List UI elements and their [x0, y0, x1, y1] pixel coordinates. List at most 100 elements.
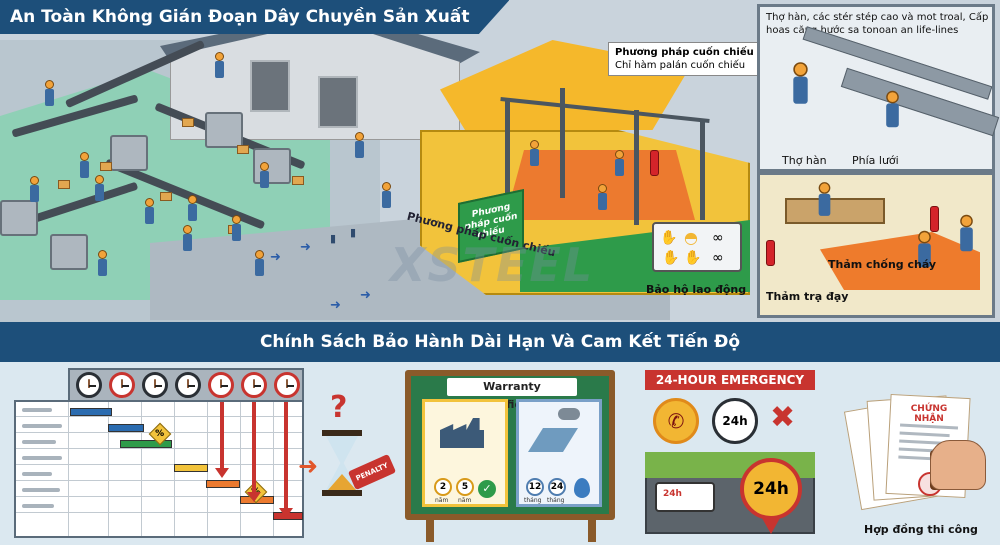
factory-door [250, 60, 290, 112]
footstep-icon: ▮ [330, 232, 337, 245]
safety-illustration: ➜ ➜ ▮ ▮ ➜ ➜ Phương pháp cuốn chiếu ✋ ◓ ∞… [0, 0, 1000, 322]
gantt-gridline [16, 416, 302, 417]
gantt-bar [206, 480, 240, 488]
gantt-gridline [16, 448, 302, 449]
delay-arrow-icon [247, 402, 261, 502]
worker [98, 250, 107, 276]
phone-icon: ✆ [653, 398, 699, 444]
gantt-gridline [16, 496, 302, 497]
fire-extinguisher-icon [766, 240, 775, 266]
worker [215, 52, 224, 78]
welder-worker [793, 62, 808, 104]
contract-title: CHỨNG NHẬN [910, 404, 948, 424]
worker [818, 182, 831, 216]
machine [205, 112, 243, 148]
watermark-logo: XSTEEL [390, 238, 595, 292]
footstep-icon: ▮ [350, 226, 357, 239]
box [58, 180, 70, 189]
seal-caption: năm [458, 497, 472, 504]
water-drop-icon [574, 478, 590, 498]
direction-arrow-icon: ➜ [360, 288, 371, 303]
worker [232, 215, 241, 241]
gantt-gridline [108, 402, 109, 536]
task-label-line [22, 504, 54, 508]
box [182, 118, 194, 127]
machine [110, 135, 148, 171]
warranty-seal: 24 [548, 478, 566, 496]
worker [355, 132, 364, 158]
tools-icon: ✖ [770, 400, 796, 435]
warranty-seal: 2 [434, 478, 452, 496]
gloves-icon: ✋ [660, 230, 678, 246]
worker [260, 162, 269, 188]
steel-column [505, 100, 510, 220]
seal-caption: tháng [547, 497, 565, 504]
direction-arrow-icon: ➜ [300, 240, 311, 255]
arrow-right-icon: ➜ [298, 452, 319, 480]
seal-number: 5 [461, 482, 469, 492]
seal-number: 2 [439, 482, 447, 492]
worker [80, 152, 89, 178]
gantt-gridline [273, 402, 274, 536]
clock-icon [142, 372, 168, 398]
worker [95, 175, 104, 201]
gloves-icon: ✋ [684, 250, 702, 266]
worker [530, 140, 539, 166]
task-label-line [22, 472, 52, 476]
worker [255, 250, 264, 276]
gantt-gridline [240, 402, 241, 536]
gantt-bar [120, 440, 172, 448]
board-leg [426, 520, 434, 542]
text-line [899, 423, 959, 430]
delay-arrow-icon [279, 402, 293, 518]
worker [598, 184, 607, 210]
clock-icon [175, 372, 201, 398]
delay-arrow-icon [215, 402, 229, 478]
callout-subtitle: Chỉ hàm palán cuốn chiếu [615, 60, 746, 71]
question-icon: ? [330, 390, 348, 425]
floor-mat-label: Thảm trạ đạy [766, 290, 849, 303]
box [160, 192, 172, 201]
gantt-gridline [16, 480, 302, 481]
warranty-seal: 12 [526, 478, 544, 496]
bottom-banner [0, 322, 1000, 362]
gantt-gridline [16, 464, 302, 465]
welder-label: Thợ hàn [782, 154, 827, 167]
helmet-icon: ◓ [684, 228, 698, 247]
worker [382, 182, 391, 208]
box [237, 145, 249, 154]
work-table [785, 198, 885, 224]
gantt-gridline [16, 512, 302, 513]
worker [615, 150, 624, 176]
task-label-line [22, 408, 52, 412]
box [292, 176, 304, 185]
net-label: Phía lưới [852, 154, 899, 167]
ppe-label: Bảo hộ lao động [646, 283, 747, 296]
method-callout: Phương pháp cuốn chiếu Chỉ hàm palán cuố… [608, 42, 761, 76]
warranty-title: Warranty Certificates [447, 378, 577, 411]
gantt-gridline [68, 402, 69, 536]
direction-arrow-icon: ➜ [270, 250, 281, 265]
factory-door [318, 76, 358, 128]
ambulance-text: 24h [663, 489, 682, 499]
warranty-seal: 5 [456, 478, 474, 496]
clock-24h-icon: 24h [712, 398, 758, 444]
gantt-schedule: % % [14, 400, 304, 538]
top-section-title: An Toàn Không Gián Đoạn Dây Chuyền Sản X… [0, 0, 510, 34]
worker [45, 80, 54, 106]
worker [30, 176, 39, 202]
fire-mat-label: Thảm chống cháy [828, 258, 937, 271]
contract-label: Hợp đồng thi công [864, 523, 978, 536]
goggles-icon: ∞ [712, 250, 724, 266]
machine [50, 234, 88, 270]
direction-arrow-icon: ➜ [330, 298, 341, 313]
steel-column [560, 88, 565, 198]
check-icon: ✓ [478, 480, 496, 498]
machine [253, 148, 291, 184]
worker [145, 198, 154, 224]
steel-column [634, 110, 639, 225]
board-leg [588, 520, 596, 542]
seal-caption: tháng [524, 497, 542, 504]
percent-symbol: % [155, 428, 165, 439]
clock-icon [208, 372, 234, 398]
